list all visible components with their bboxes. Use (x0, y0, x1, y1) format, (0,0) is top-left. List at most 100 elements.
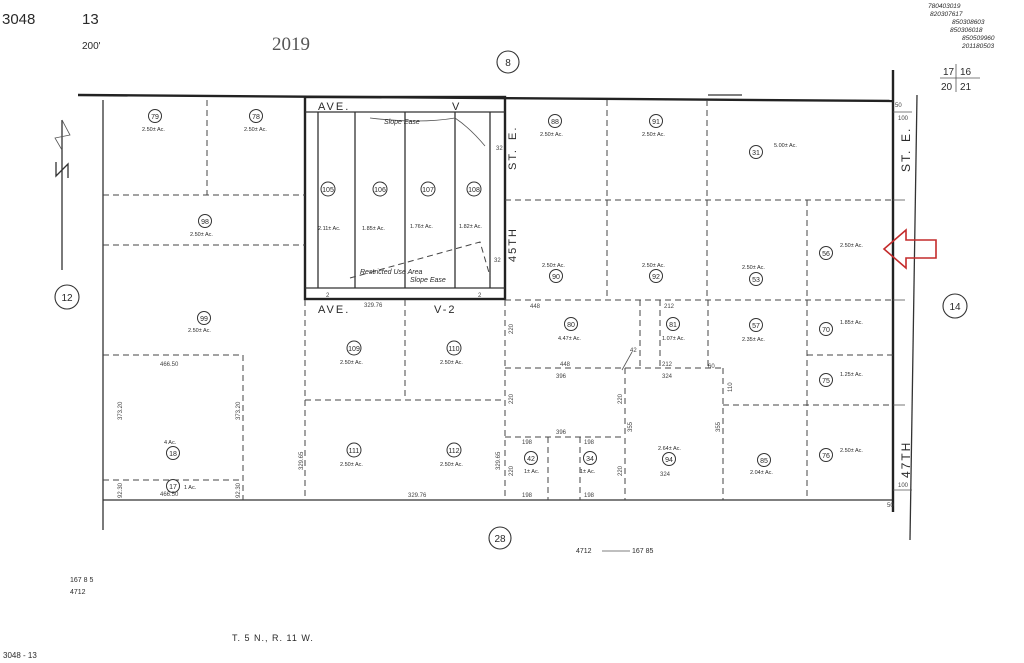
parcel-88[interactable]: 882.50± Ac. (540, 114, 563, 139)
parcel-number: 81 (669, 322, 677, 329)
parcel-number: 91 (652, 119, 660, 126)
dimension-label: 466.50 (160, 362, 179, 368)
parcel-acreage: 2.64± Ac. (658, 446, 681, 452)
parcel-94[interactable]: 942.64± Ac. (658, 446, 681, 466)
dimension-label: 466.50 (160, 492, 179, 498)
road-edge-line (909, 94, 918, 541)
section-21: 21 (960, 82, 972, 93)
parcel-number: 105 (322, 187, 334, 194)
parcel-80[interactable]: 804.47± Ac. (558, 317, 581, 343)
dimension-label: 220 (618, 393, 624, 404)
parcel-53[interactable]: 532.50± Ac. (742, 265, 765, 286)
dimension-label: 50 (895, 103, 902, 109)
parcel-92[interactable]: 922.50± Ac. (642, 263, 665, 283)
dimension-labels: 466.50 466.50 329.76 329.76 448 448 212 … (118, 103, 909, 509)
parcel-91[interactable]: 912.50± Ac. (642, 114, 665, 139)
parcel-acreage: 1± Ac. (524, 469, 540, 475)
parcel-acreage: 1.82± Ac. (459, 224, 482, 230)
parcel-99[interactable]: 992.50± Ac. (188, 311, 211, 335)
record-number: 850308603 (952, 19, 985, 26)
parcel-105[interactable]: 105 2.11± Ac. (318, 181, 341, 232)
dimension-label: 220 (618, 465, 624, 476)
dimension-label: 32 (496, 146, 503, 152)
parcel-34[interactable]: 341± Ac. (580, 451, 597, 476)
dimension-label: 324 (662, 374, 673, 380)
parcel-acreage: 2.50± Ac. (244, 127, 267, 133)
section-16: 16 (960, 67, 972, 78)
parcel-81[interactable]: 811.07± Ac. (662, 317, 685, 343)
dimension-label: 220 (509, 393, 515, 404)
parcel-110[interactable]: 110 2.50± Ac. (440, 340, 463, 366)
parcel-number: 18 (169, 451, 177, 458)
parcel-18[interactable]: 184 Ac. (164, 440, 180, 460)
dimension-label: 198 (584, 440, 595, 446)
parcel-acreage: 2.50± Ac. (142, 127, 165, 133)
dimension-label: 212 (662, 362, 673, 368)
dimension-label: 355 (628, 421, 634, 432)
record-number: 780403019 (928, 3, 961, 10)
parcel-31[interactable]: 315.00± Ac. (749, 143, 798, 159)
parcel-75[interactable]: 751.25± Ac. (819, 372, 864, 387)
dimension-label: 329.65 (496, 451, 502, 470)
section-20: 20 (941, 82, 953, 93)
parcel-78[interactable]: 782.50± Ac. (244, 109, 267, 134)
dimension-label: 42 (630, 348, 637, 354)
parcel-acreage: 2.50± Ac. (540, 132, 563, 138)
parcel-number: 80 (567, 322, 575, 329)
parcel-number: 17 (169, 484, 177, 491)
parcel-56[interactable]: 562.50± Ac. (819, 243, 864, 260)
dimension-label: 396 (556, 374, 567, 380)
lot-lines (103, 100, 905, 500)
parcel-70[interactable]: 701.85± Ac. (819, 320, 864, 336)
parcel-85[interactable]: 852.04± Ac. (750, 453, 773, 477)
parcel-98[interactable]: 982.50± Ac. (190, 214, 213, 239)
parcel-acreage: 2.50± Ac. (440, 360, 463, 366)
street-ave-v2-name: V-2 (434, 304, 457, 316)
record-number: 850509960 (962, 35, 995, 42)
dimension-label: 92.30 (236, 482, 242, 498)
dimension-label: 198 (522, 493, 533, 499)
parcel-42[interactable]: 421± Ac. (524, 451, 540, 476)
benchmark-bottom-a: 4712 (576, 548, 592, 555)
parcel-number: 90 (552, 274, 560, 281)
parcel-number: 110 (448, 346, 459, 353)
street-47th-st: ST. (899, 149, 913, 172)
parcel-number: 79 (151, 114, 159, 121)
street-45th-st: ST. (507, 148, 519, 170)
parcel-79[interactable]: 79 2.50± Ac. (142, 109, 165, 134)
dimension-label: 373.20 (236, 401, 242, 420)
section-corner-grid: 17 16 20 21 (940, 64, 980, 93)
dimension-label: 396 (556, 430, 567, 436)
parcel-acreage: 2.50± Ac. (642, 263, 665, 269)
slope-easement-line (369, 117, 486, 147)
parcel-number: 31 (752, 150, 760, 157)
parcel-number: 112 (448, 448, 459, 455)
tract-boundary (303, 95, 507, 301)
dimension-label: 2 (326, 293, 330, 299)
parcel-acreage: 2.11± Ac. (318, 226, 341, 232)
section-17: 17 (943, 67, 955, 78)
parcel-number: 98 (201, 219, 209, 226)
arrow-left-icon (882, 228, 937, 270)
dimension-label: 329.76 (364, 303, 383, 309)
section-bottom-label: 28 (494, 534, 506, 545)
street-45th-name: 45TH (507, 227, 519, 262)
benchmark-left-b: 4712 (70, 589, 86, 596)
benchmark-left-a: 167 8 5 (70, 577, 93, 584)
parcel-57[interactable]: 572.35± Ac. (742, 318, 765, 344)
street-ave-v2-label: AVE. (318, 304, 350, 316)
restricted-use-note: Restricted Use Area (360, 269, 422, 276)
street-45th-e: E. (507, 126, 519, 140)
parcel-number: 85 (760, 458, 768, 465)
dimension-label: 32 (494, 258, 501, 264)
parcel-90[interactable]: 902.50± Ac. (542, 263, 565, 283)
parcel-76[interactable]: 762.50± Ac. (819, 448, 864, 462)
record-number: 850306018 (950, 27, 983, 34)
